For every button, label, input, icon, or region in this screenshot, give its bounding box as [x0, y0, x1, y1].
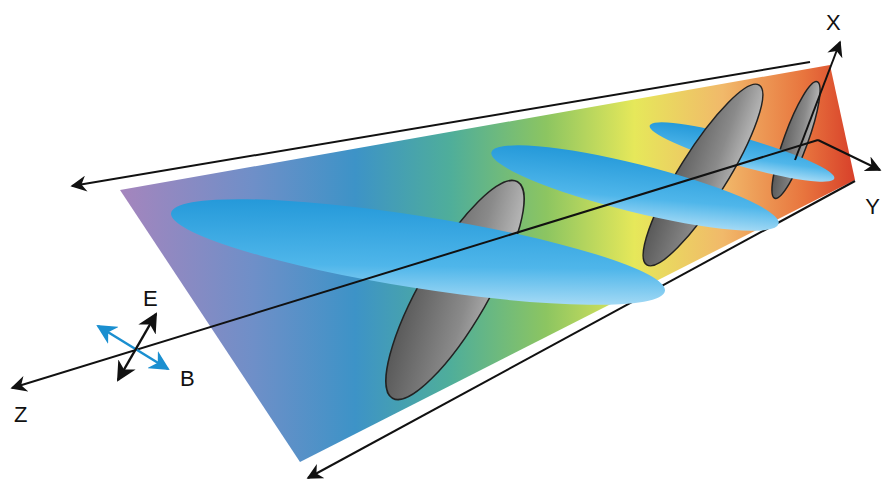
x-axis [795, 42, 840, 160]
b-field-lobe [165, 177, 670, 326]
field-label: E [143, 288, 158, 310]
y-axis [818, 140, 880, 170]
spectrum-plane [120, 65, 855, 462]
b-direction-arrow [98, 326, 168, 369]
e-direction-arrow [118, 314, 156, 380]
axis-label: Y [865, 196, 880, 218]
axis-label: X [826, 12, 841, 34]
field-label: B [180, 368, 195, 390]
axis-label: Z [14, 404, 27, 426]
z-axis [12, 140, 818, 388]
